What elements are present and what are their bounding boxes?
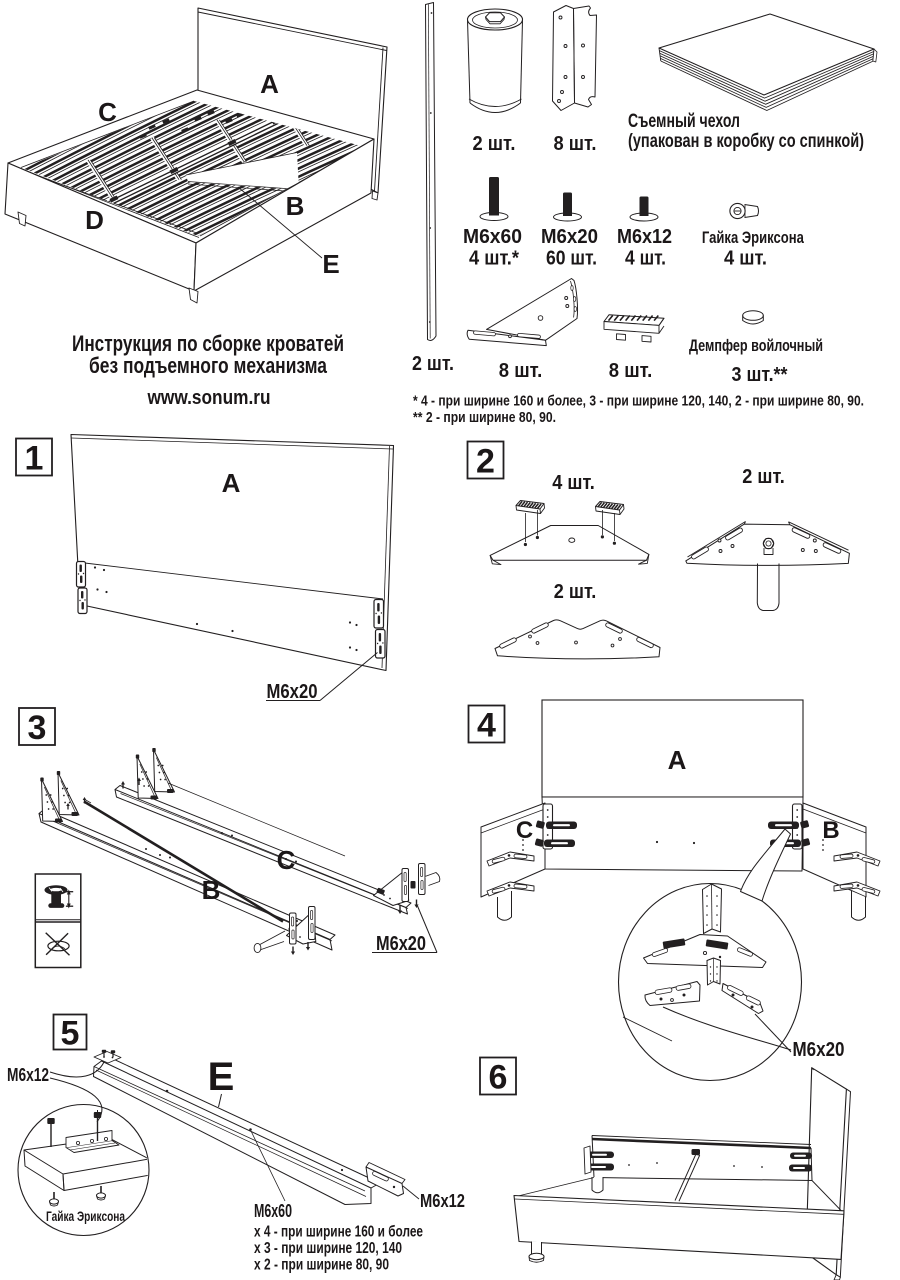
svg-text:C: C [277, 845, 296, 875]
svg-text:M6x20: M6x20 [267, 681, 318, 703]
svg-text:Гайка Эриксона: Гайка Эриксона [46, 1208, 125, 1224]
svg-text:4 шт.: 4 шт. [724, 248, 767, 270]
svg-text:4 шт.: 4 шт. [625, 248, 666, 270]
svg-text:8 шт.: 8 шт. [609, 359, 653, 382]
svg-text:4 шт.*: 4 шт.* [469, 248, 519, 270]
svg-text:A: A [222, 468, 241, 498]
svg-text:E: E [208, 1055, 235, 1099]
svg-text:2 шт.: 2 шт. [473, 132, 516, 155]
svg-text:3 шт.**: 3 шт.** [732, 363, 788, 386]
svg-text:5: 5 [61, 1014, 80, 1052]
svg-text:3: 3 [28, 709, 47, 747]
svg-text:www.sonum.ru: www.sonum.ru [147, 387, 271, 409]
svg-text:6: 6 [489, 1058, 508, 1096]
svg-text:Гайка Эриксона: Гайка Эриксона [702, 228, 804, 247]
svg-text:2 шт.: 2 шт. [412, 352, 454, 375]
svg-text:M6x20: M6x20 [541, 226, 598, 248]
svg-text:х 4 - при ширине 160 и более: х 4 - при ширине 160 и более [254, 1224, 423, 1241]
svg-text:4: 4 [477, 706, 496, 744]
svg-text:M6x20: M6x20 [376, 933, 426, 955]
svg-text:B: B [202, 875, 221, 905]
svg-text:х 2 - при ширине 80, 90: х 2 - при ширине 80, 90 [254, 1257, 389, 1274]
svg-text:(упакован в коробку со спинкой: (упакован в коробку со спинкой) [628, 131, 864, 152]
svg-text:M6x60: M6x60 [254, 1201, 292, 1221]
svg-text:B: B [822, 817, 839, 844]
svg-text:Демпфер войлочный: Демпфер войлочный [689, 336, 823, 355]
svg-text:8 шт.: 8 шт. [499, 359, 543, 382]
svg-text:х 3 - при ширине 120, 140: х 3 - при ширине 120, 140 [254, 1240, 402, 1257]
svg-text:Инструкция по сборке кроватей: Инструкция по сборке кроватей [72, 331, 344, 356]
svg-text:C: C [98, 97, 117, 127]
svg-text:Съемный чехол: Съемный чехол [628, 111, 740, 132]
svg-text:4 шт.: 4 шт. [552, 471, 595, 494]
svg-text:M6x12: M6x12 [420, 1191, 465, 1211]
svg-text:8 шт.: 8 шт. [554, 132, 597, 155]
svg-text:B: B [286, 191, 305, 221]
svg-text:без подъемного механизма: без подъемного механизма [89, 353, 328, 378]
svg-text:2 шт.: 2 шт. [742, 465, 785, 488]
svg-text:E: E [322, 249, 339, 279]
svg-text:A: A [668, 745, 687, 775]
svg-text:** 2 - при ширине 80, 90.: ** 2 - при ширине 80, 90. [413, 409, 556, 426]
svg-text:M6x12: M6x12 [7, 1065, 49, 1085]
svg-text:60 шт.: 60 шт. [546, 248, 597, 270]
svg-text:* 4 - при ширине 160 и более,: * 4 - при ширине 160 и более, 3 - при ши… [413, 393, 864, 410]
svg-text:2 шт.: 2 шт. [554, 580, 597, 603]
svg-text:M6x12: M6x12 [617, 226, 672, 248]
svg-text:D: D [85, 205, 104, 235]
svg-text:M6x20: M6x20 [793, 1039, 845, 1061]
svg-text:1: 1 [25, 439, 44, 477]
svg-text:2: 2 [476, 442, 495, 480]
svg-text:C: C [516, 817, 533, 844]
svg-text:M6x60: M6x60 [463, 226, 522, 248]
svg-text:A: A [260, 69, 279, 99]
